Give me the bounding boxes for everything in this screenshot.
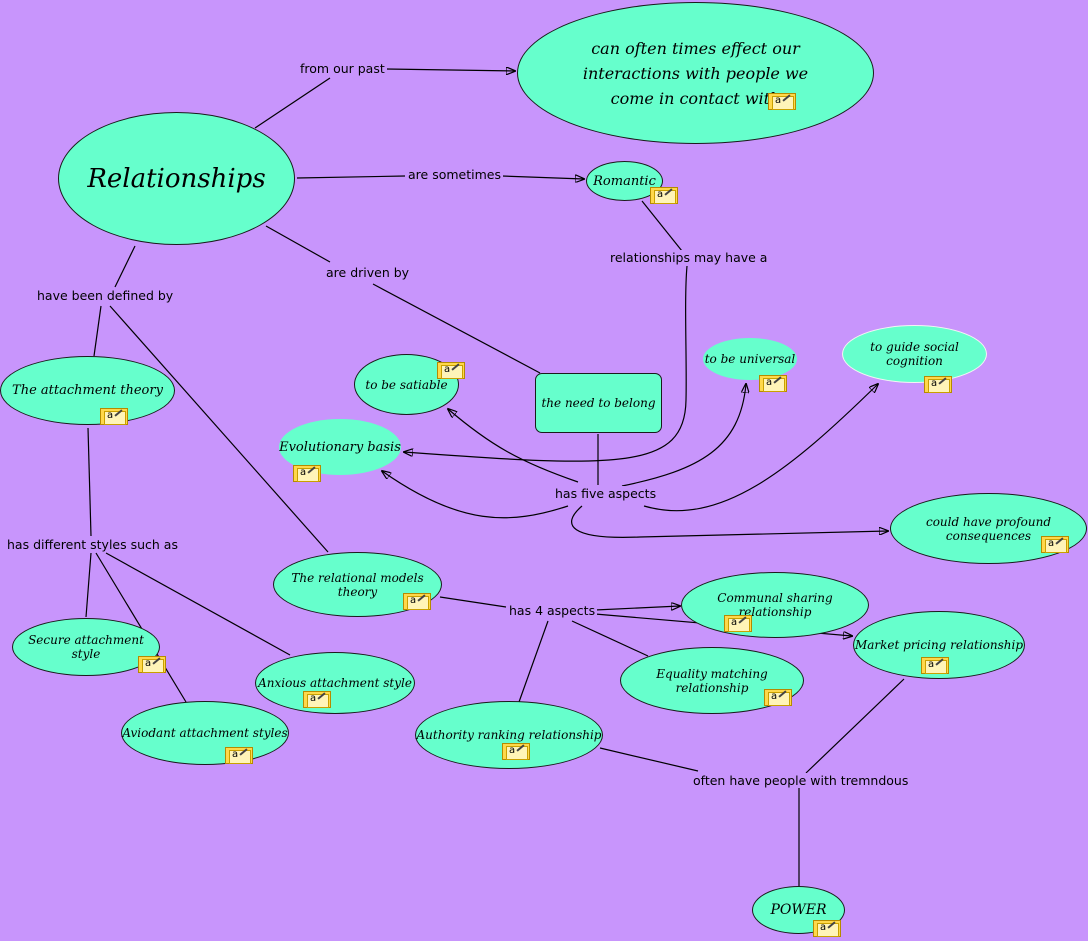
node-to-be-universal[interactable]: to be universal: [703, 338, 797, 380]
link-has-five-aspects: has five aspects: [553, 486, 659, 501]
edge-defined-attachment: [93, 305, 102, 357]
edge-mayhave-evolutionary: [404, 265, 688, 462]
annotation-note-icon[interactable]: a: [225, 747, 253, 764]
link-has-4-aspects: has 4 aspects: [507, 603, 598, 618]
edge-four-authority: [518, 620, 549, 703]
link-from-our-past: from our past: [298, 61, 387, 76]
edge-relational-four: [439, 596, 507, 608]
annotation-note-icon[interactable]: a: [437, 362, 465, 379]
link-has-different-styles: has different styles such as: [5, 537, 180, 552]
node-secure-attachment[interactable]: Secure attachment style: [12, 618, 160, 676]
annotation-note-icon[interactable]: a: [921, 657, 949, 674]
node-evolutionary-basis[interactable]: Evolutionary basis: [279, 419, 401, 475]
annotation-note-icon[interactable]: a: [924, 376, 952, 393]
edge-defined-relational: [109, 305, 329, 553]
edge-five-satiable: [448, 409, 579, 483]
node-romantic[interactable]: Romantic: [586, 161, 663, 201]
node-communal-sharing[interactable]: Communal sharing relationship: [681, 572, 869, 638]
annotation-note-icon[interactable]: a: [768, 93, 796, 110]
edge-romantic-mayhave: [641, 200, 683, 252]
node-guide-social-cognition[interactable]: to guide social cognition: [842, 325, 987, 383]
annotation-note-icon[interactable]: a: [650, 187, 678, 204]
node-attachment-theory[interactable]: The attachment theory: [0, 356, 175, 425]
annotation-note-icon[interactable]: a: [764, 689, 792, 706]
node-need-to-belong[interactable]: the need to belong: [535, 373, 662, 433]
annotation-note-icon[interactable]: a: [403, 593, 431, 610]
link-often-have-people: often have people with tremndous: [691, 773, 911, 788]
annotation-note-icon[interactable]: a: [138, 656, 166, 673]
edge-relationships-sometimes: [296, 175, 406, 179]
node-relationships[interactable]: Relationships: [58, 112, 295, 245]
annotation-note-icon[interactable]: a: [724, 615, 752, 632]
node-profound-consequences[interactable]: could have profound consequences: [890, 493, 1087, 564]
edge-four-equality: [571, 620, 649, 657]
link-relationships-may-have-a: relationships may have a: [608, 250, 770, 265]
annotation-note-icon[interactable]: a: [303, 691, 331, 708]
node-effect-interactions[interactable]: can often times effect our interactions …: [517, 2, 874, 144]
annotation-note-icon[interactable]: a: [1041, 536, 1069, 553]
edge-five-profound: [571, 505, 888, 538]
annotation-note-icon[interactable]: a: [813, 920, 841, 937]
edge-past-effect: [385, 69, 515, 71]
link-are-sometimes: are sometimes: [406, 167, 503, 182]
annotation-note-icon[interactable]: a: [293, 465, 321, 482]
node-anxious-attachment[interactable]: Anxious attachment style: [255, 652, 415, 714]
annotation-note-icon[interactable]: a: [100, 408, 128, 425]
edge-attachment-styles: [87, 427, 92, 537]
edge-five-universal: [621, 384, 746, 487]
link-have-been-defined-by: have been defined by: [35, 288, 176, 303]
edge-sometimes-romantic: [501, 176, 584, 179]
node-relational-models[interactable]: The relational models theory: [273, 552, 442, 617]
edge-market-often: [805, 678, 905, 774]
edge-four-communal: [594, 606, 680, 611]
annotation-note-icon[interactable]: a: [759, 375, 787, 392]
edge-authority-often: [599, 747, 699, 772]
edge-styles-secure: [85, 552, 92, 618]
edge-five-guide: [643, 384, 878, 512]
edge-relationships-driven: [265, 225, 331, 263]
edge-driven-need: [372, 283, 541, 374]
edge-relationships-past: [254, 77, 331, 129]
annotation-note-icon[interactable]: a: [502, 743, 530, 760]
edge-styles-anxious: [105, 552, 291, 656]
node-market-pricing[interactable]: Market pricing relationship: [853, 611, 1025, 679]
edge-relationships-defined: [114, 245, 136, 288]
edge-five-evolutionary: [382, 471, 569, 519]
link-are-driven-by: are driven by: [324, 265, 412, 280]
node-aviodant-attachment[interactable]: Aviodant attachment styles: [121, 701, 289, 765]
